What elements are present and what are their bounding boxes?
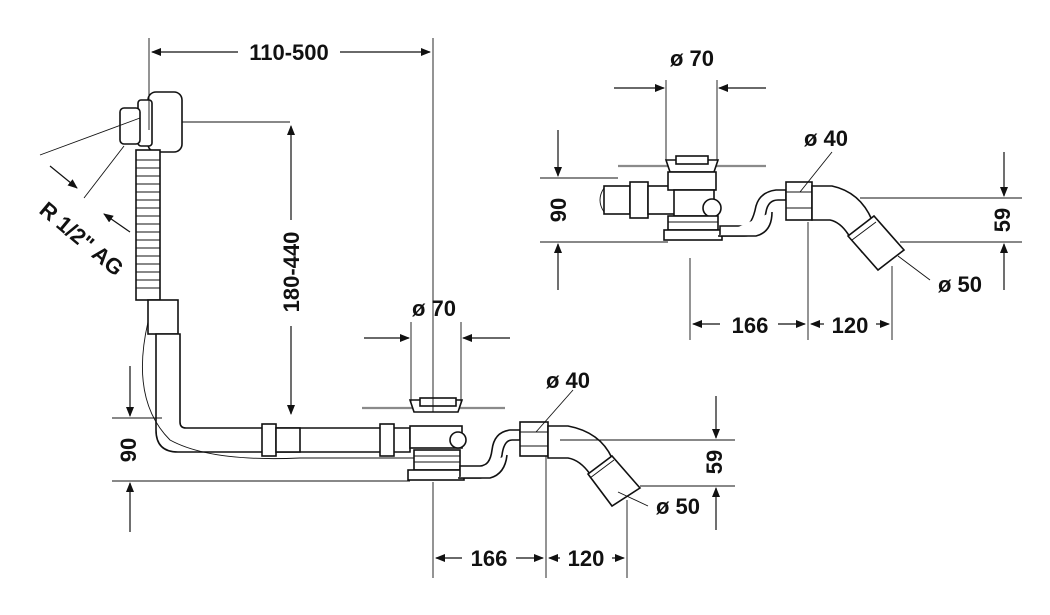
dia-drain-label: ø 70: [412, 296, 456, 321]
pipe-coupling: [379, 423, 395, 457]
dia-outlet-label: ø 50: [938, 272, 982, 297]
dia-outlet-label: ø 50: [656, 494, 700, 519]
pipe-coupling: [261, 423, 277, 457]
siphon-trap: [458, 421, 642, 508]
overflow-hose: [135, 149, 420, 460]
dim-166: 166: [732, 313, 769, 338]
dia-siphon-label: ø 40: [804, 126, 848, 151]
dia-drain-label: ø 70: [670, 46, 714, 71]
dim-120: 120: [568, 546, 605, 571]
overflow-head: [119, 91, 290, 153]
dim-90: 90: [116, 438, 141, 462]
left-view: 110-500 180-440 R 1/2" AG ø 70 ø 40 ø 50…: [35, 38, 735, 578]
thread-label: R 1/2" AG: [35, 197, 129, 281]
dim-90: 90: [546, 198, 571, 222]
pipe-coupling: [275, 427, 301, 453]
siphon-trap: [718, 181, 906, 272]
dim-120: 120: [832, 313, 869, 338]
dia-siphon-label: ø 40: [546, 368, 590, 393]
dim-59: 59: [990, 208, 1015, 232]
overflow-pipe-stub: [599, 181, 679, 219]
dim-166: 166: [471, 546, 508, 571]
dim-180-440: 180-440: [279, 232, 304, 313]
dim-110-500: 110-500: [249, 40, 329, 65]
drain-valve: [362, 397, 505, 481]
dim-59: 59: [702, 450, 727, 474]
right-view: ø 70 ø 40 ø 50 90 59 166 120: [540, 46, 1022, 340]
